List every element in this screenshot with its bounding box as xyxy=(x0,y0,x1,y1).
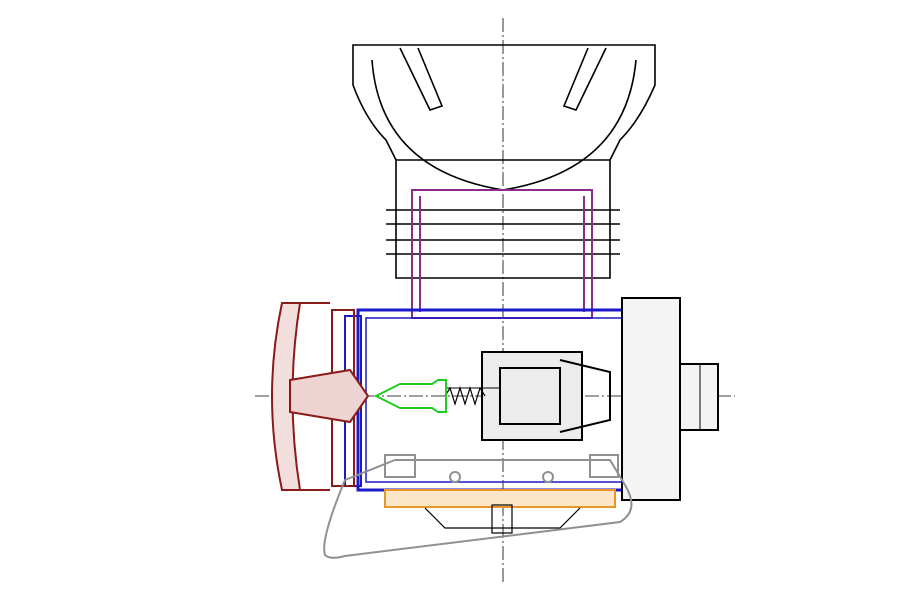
valve-assembly xyxy=(444,351,611,441)
outlet-fitting xyxy=(621,297,719,501)
guard-loop xyxy=(323,454,633,559)
base-plate xyxy=(384,489,616,534)
hopper xyxy=(352,44,656,279)
needle xyxy=(373,379,447,413)
end-cap xyxy=(271,302,370,491)
